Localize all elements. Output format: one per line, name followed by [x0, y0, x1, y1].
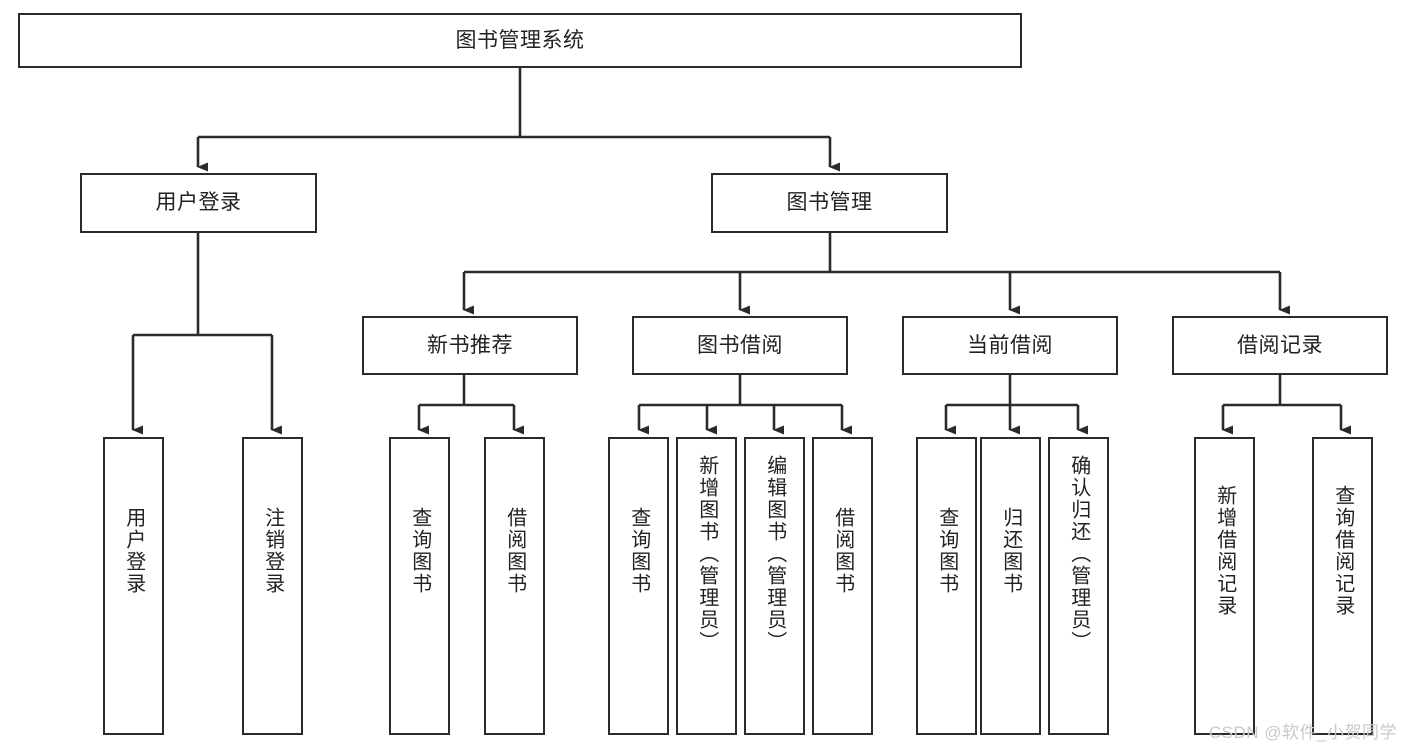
leaf-logout-login-label: 注销登录 [261, 507, 284, 595]
node-book-manage-label: 图书管理 [786, 191, 873, 215]
node-borrow-record[interactable]: 借阅记录 [1172, 316, 1388, 375]
node-book-borrow-label: 图书借阅 [697, 333, 783, 357]
leaf-query-record[interactable]: 查询借阅记录 [1312, 437, 1373, 735]
node-borrow-record-label: 借阅记录 [1237, 333, 1323, 357]
leaf-edit-book[interactable]: 编辑图书（管理员） [744, 437, 805, 735]
leaf-query-book-2-label: 查询图书 [627, 507, 650, 595]
node-book-manage[interactable]: 图书管理 [711, 173, 948, 233]
node-root-label: 图书管理系统 [455, 28, 585, 52]
leaf-return-book[interactable]: 归还图书 [980, 437, 1041, 735]
leaf-user-login[interactable]: 用户登录 [103, 437, 164, 735]
node-current-borrow[interactable]: 当前借阅 [902, 316, 1118, 375]
node-user-login[interactable]: 用户登录 [80, 173, 317, 233]
leaf-query-book-3-label: 查询图书 [935, 507, 958, 595]
leaf-query-book-1[interactable]: 查询图书 [389, 437, 450, 735]
leaf-borrow-book-2[interactable]: 借阅图书 [812, 437, 873, 735]
leaf-query-book-3[interactable]: 查询图书 [916, 437, 977, 735]
leaf-borrow-book-2-label: 借阅图书 [831, 507, 854, 595]
leaf-query-book-1-label: 查询图书 [408, 507, 431, 595]
leaf-confirm-return[interactable]: 确认归还（管理员） [1048, 437, 1109, 735]
leaf-return-book-label: 归还图书 [999, 507, 1022, 595]
leaf-logout-login[interactable]: 注销登录 [242, 437, 303, 735]
leaf-user-login-label: 用户登录 [122, 507, 145, 595]
node-book-borrow[interactable]: 图书借阅 [632, 316, 848, 375]
node-user-login-label: 用户登录 [155, 191, 242, 215]
leaf-query-book-2[interactable]: 查询图书 [608, 437, 669, 735]
leaf-add-book[interactable]: 新增图书（管理员） [676, 437, 737, 735]
node-root[interactable]: 图书管理系统 [18, 13, 1022, 68]
leaf-query-record-label: 查询借阅记录 [1331, 485, 1354, 617]
node-current-borrow-label: 当前借阅 [967, 333, 1053, 357]
node-new-book-recommend-label: 新书推荐 [427, 333, 513, 357]
leaf-borrow-book-1-label: 借阅图书 [503, 507, 526, 595]
leaf-add-record-label: 新增借阅记录 [1213, 485, 1236, 617]
node-new-book-recommend[interactable]: 新书推荐 [362, 316, 578, 375]
watermark-text: CSDN @软件_小贺同学 [1208, 723, 1397, 742]
leaf-add-record[interactable]: 新增借阅记录 [1194, 437, 1255, 735]
leaf-edit-book-label: 编辑图书（管理员） [763, 455, 786, 653]
leaf-add-book-label: 新增图书（管理员） [695, 455, 718, 653]
leaf-borrow-book-1[interactable]: 借阅图书 [484, 437, 545, 735]
leaf-confirm-return-label: 确认归还（管理员） [1067, 455, 1090, 653]
